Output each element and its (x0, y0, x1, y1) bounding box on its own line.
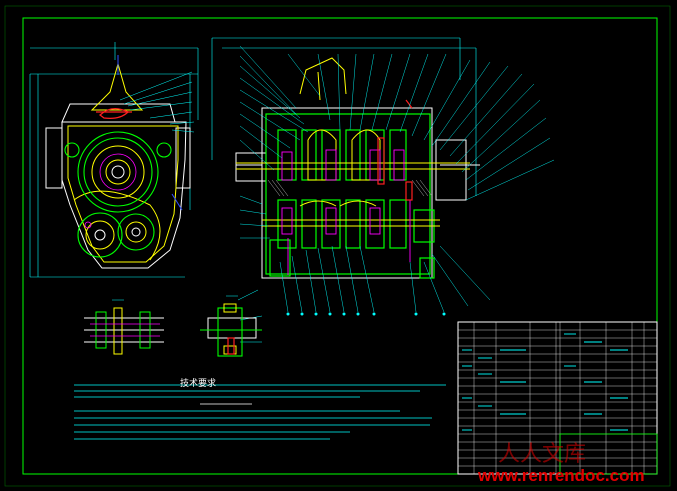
detail-view-rods (84, 299, 164, 355)
technical-notes (74, 384, 446, 440)
side-view (29, 42, 199, 278)
detail-view-bearing (200, 289, 263, 357)
drawing-frame (4, 5, 671, 487)
title-block (457, 321, 658, 475)
watermark-url: www.renrendoc.com (478, 466, 645, 485)
technical-requirements-title: 技术要求 (180, 379, 217, 389)
watermark-chinese: 人人文库 (498, 442, 587, 467)
section-view (211, 37, 555, 316)
